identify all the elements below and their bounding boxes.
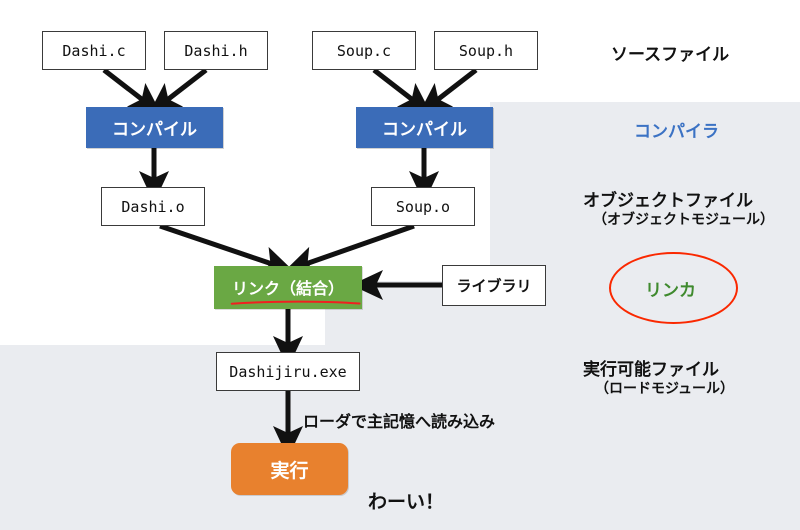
loader-note: ローダで主記憶へ読み込み — [303, 414, 496, 431]
source-file-label: Dashi.h — [184, 41, 248, 60]
compile-step-box: コンパイル — [356, 107, 493, 148]
stage-label-exec-main: 実行可能ファイル — [583, 360, 719, 379]
object-file-label: Soup.o — [395, 197, 451, 216]
compile-step-label: コンパイル — [382, 120, 467, 139]
library-label: ライブラリ — [456, 278, 532, 295]
executable-stage-band — [0, 345, 800, 530]
stage-label-linker: リンカ — [645, 281, 696, 300]
stage-label-object-main: オブジェクトファイル — [583, 191, 753, 210]
cheer-text: わーい！ — [368, 492, 445, 513]
link-step-label-wrap: リンク（結合） — [230, 275, 361, 305]
executable-label: Dashijiru.exe — [229, 362, 347, 381]
stage-label-object-sub: （オブジェクトモジュール） — [593, 211, 775, 227]
stage-label-compiler: コンパイラ — [634, 122, 719, 141]
object-file-label: Dashi.o — [121, 197, 185, 216]
stage-label-exec-sub: （ロードモジュール） — [595, 380, 735, 396]
stage-label-source: ソースファイル — [611, 45, 730, 64]
run-step-box: 実行 — [231, 443, 348, 495]
source-file-label: Soup.h — [458, 41, 514, 60]
library-box: ライブラリ — [442, 265, 546, 306]
compile-step-box: コンパイル — [86, 107, 223, 148]
compile-step-label: コンパイル — [112, 120, 197, 139]
linker-highlight-ellipse — [609, 252, 738, 324]
executable-box: Dashijiru.exe — [216, 352, 360, 391]
link-step-box: リンク（結合） — [214, 266, 362, 309]
source-file-label: Dashi.c — [62, 41, 126, 60]
source-file-box: Dashi.c — [42, 31, 146, 70]
source-file-box: Soup.c — [312, 31, 416, 70]
source-file-box: Soup.h — [434, 31, 538, 70]
red-underline-annotation — [230, 300, 361, 305]
source-file-box: Dashi.h — [164, 31, 268, 70]
link-step-label: リンク（結合） — [231, 280, 344, 298]
object-file-box: Soup.o — [371, 187, 475, 226]
run-step-label: 実行 — [270, 460, 309, 482]
object-file-box: Dashi.o — [101, 187, 205, 226]
source-file-label: Soup.c — [336, 41, 392, 60]
